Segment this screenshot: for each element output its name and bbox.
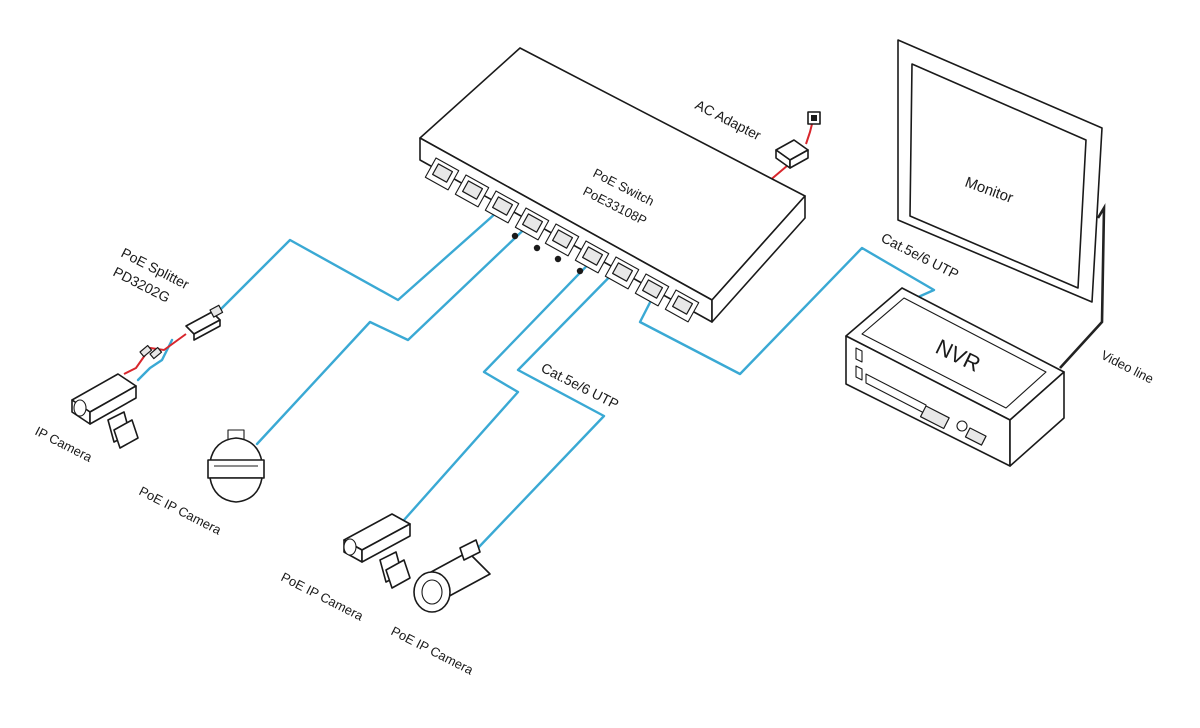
- monitor-icon: Monitor: [897, 39, 1103, 303]
- poe-switch-icon: PoE Switch PoE33108P: [419, 47, 806, 323]
- switch-ports: [424, 157, 700, 323]
- ip-camera-icon: IP Camera: [33, 373, 139, 465]
- cable-splitter-to-camera-data: [136, 338, 174, 382]
- box-camera-icon: PoE IP Camera: [279, 513, 411, 624]
- poe-splitter-icon: PoE Splitter PD3202G: [111, 244, 224, 360]
- video-line-label: Video line: [1099, 347, 1156, 386]
- nvr-icon: NVR: [845, 287, 1065, 467]
- box-camera-label: PoE IP Camera: [279, 569, 367, 624]
- ip-camera-label: IP Camera: [33, 423, 96, 465]
- nvr-buttons: [919, 405, 987, 446]
- cable-video: [1059, 203, 1106, 369]
- ac-adapter-label: AC Adapter: [693, 96, 764, 143]
- dome-camera-label: PoE IP Camera: [137, 483, 225, 538]
- switch-leds: [511, 232, 584, 275]
- cable-splitter: [204, 194, 507, 326]
- cable-dome-camera: [255, 206, 538, 446]
- cable-bullet-camera: [476, 256, 630, 550]
- dome-camera-icon: PoE IP Camera: [137, 429, 265, 538]
- cable-box-camera: [402, 246, 606, 522]
- bullet-camera-label: PoE IP Camera: [389, 623, 477, 678]
- cable-nvr: [638, 246, 936, 376]
